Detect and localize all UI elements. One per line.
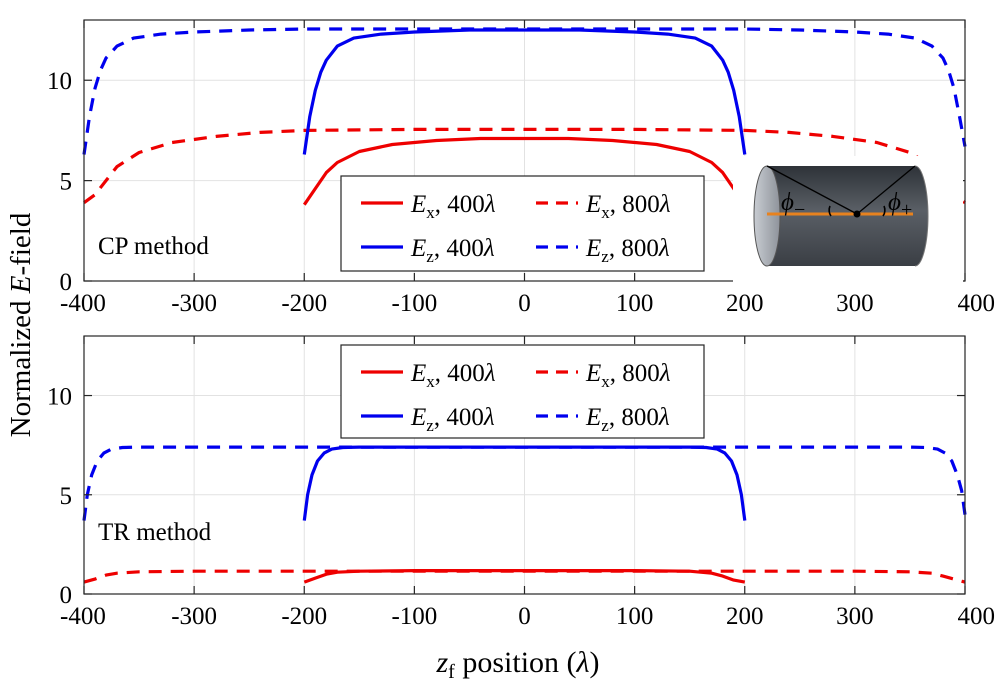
angle-arc-plus — [882, 205, 886, 217]
x-tick-label: -400 — [60, 290, 106, 317]
legend-var: E — [585, 404, 601, 431]
legend-unit: λ — [659, 360, 671, 387]
legend-subscript: x — [426, 203, 435, 222]
legend-length: , 800 — [610, 191, 660, 218]
series-line-ex-400 — [302, 136, 747, 206]
cylinder-icon — [767, 166, 928, 266]
x-tick-label: 400 — [958, 603, 996, 630]
legend-var: E — [585, 191, 601, 218]
series-line-ez-800 — [82, 27, 967, 155]
x-tick-label: -200 — [281, 290, 327, 317]
legend-var: E — [585, 360, 601, 387]
legend-subscript: z — [601, 416, 609, 435]
x-tick-label: 300 — [836, 603, 874, 630]
legend-entry: Ex, 400λ — [410, 191, 496, 222]
legend-subscript: z — [426, 416, 434, 435]
x-tick-label: -200 — [281, 603, 327, 630]
cylinder-right-edge — [914, 165, 929, 267]
x-axis-label: zf position (λ) — [435, 646, 599, 683]
legend-var: E — [410, 235, 426, 262]
legend-subscript: x — [426, 372, 435, 391]
legend-entry: Ez, 400λ — [410, 235, 495, 266]
legend-entry: Ex, 400λ — [410, 360, 496, 391]
legend-unit: λ — [483, 235, 495, 262]
x-tick-label: 100 — [616, 290, 654, 317]
legend-entry: Ex, 800λ — [585, 360, 671, 391]
x-tick-label: -400 — [60, 603, 106, 630]
legend-entry: Ez, 400λ — [410, 404, 495, 435]
method-annotation: CP method — [98, 233, 209, 260]
legend-unit: λ — [659, 191, 671, 218]
legend-entry: Ex, 800λ — [585, 191, 671, 222]
y-tick-label: 5 — [60, 169, 73, 196]
y-axis-label: Normalized E-field — [5, 212, 37, 437]
y-tick-label: 10 — [47, 68, 72, 95]
legend-length: , 400 — [434, 235, 484, 262]
x-tick-label: 200 — [726, 603, 764, 630]
x-tick-label: 200 — [726, 290, 764, 317]
phi-plus-label: ϕ+ — [888, 189, 912, 221]
legend-entry: Ez, 800λ — [585, 235, 670, 266]
x-tick-label: 100 — [616, 603, 654, 630]
legend-var: E — [410, 404, 426, 431]
x-tick-label: 300 — [836, 290, 874, 317]
series-line-ex-800 — [83, 569, 966, 584]
legend-length: , 400 — [435, 191, 485, 218]
legend-subscript: z — [601, 247, 609, 266]
x-tick-label: 400 — [958, 290, 996, 317]
legend-var: E — [410, 191, 426, 218]
legend-length: , 400 — [435, 360, 485, 387]
x-tick-label: -300 — [171, 290, 217, 317]
panel-tr-method: -400 -300 -200 -100 0 100 200 300 400 0 5 10 TR meth… — [47, 335, 996, 630]
legend-subscript: z — [426, 247, 434, 266]
method-annotation: TR method — [98, 519, 212, 546]
legend-entry: Ez, 800λ — [585, 404, 670, 435]
cylinder-inset: ϕ− ϕ+ — [733, 156, 963, 284]
x-tick-label: 0 — [518, 290, 531, 317]
y-tick-label: 10 — [47, 384, 72, 411]
series-line-ez-400 — [302, 28, 747, 155]
legend-unit: λ — [484, 191, 496, 218]
legend-unit: λ — [658, 235, 670, 262]
cylinder-left-cap — [753, 165, 781, 267]
legend-unit: λ — [484, 360, 496, 387]
x-tick-label: 0 — [518, 603, 531, 630]
x-tick-label: -100 — [391, 603, 437, 630]
legend-var: E — [585, 235, 601, 262]
legend-unit: λ — [658, 404, 670, 431]
phi-minus-label: ϕ− — [781, 189, 805, 221]
legend-box — [340, 175, 705, 272]
focal-point — [853, 210, 861, 218]
legend-length: , 800 — [609, 235, 659, 262]
legend-unit: λ — [483, 404, 495, 431]
x-tick-label: -100 — [391, 290, 437, 317]
x-tick-label: -300 — [171, 603, 217, 630]
y-tick-label: 0 — [60, 582, 73, 609]
y-tick-label: 5 — [60, 483, 73, 510]
legend-box — [340, 344, 705, 439]
y-tick-label: 0 — [60, 269, 73, 296]
angle-arc-minus — [828, 205, 832, 217]
legend-var: E — [410, 360, 426, 387]
ray-plus — [856, 165, 916, 215]
legend-length: , 800 — [609, 404, 659, 431]
legend-subscript: x — [601, 372, 610, 391]
legend-subscript: x — [601, 203, 610, 222]
ray-minus — [766, 165, 858, 215]
legend-length: , 800 — [610, 360, 660, 387]
legend-length: , 400 — [434, 404, 484, 431]
series-line-ez-800 — [82, 445, 967, 521]
